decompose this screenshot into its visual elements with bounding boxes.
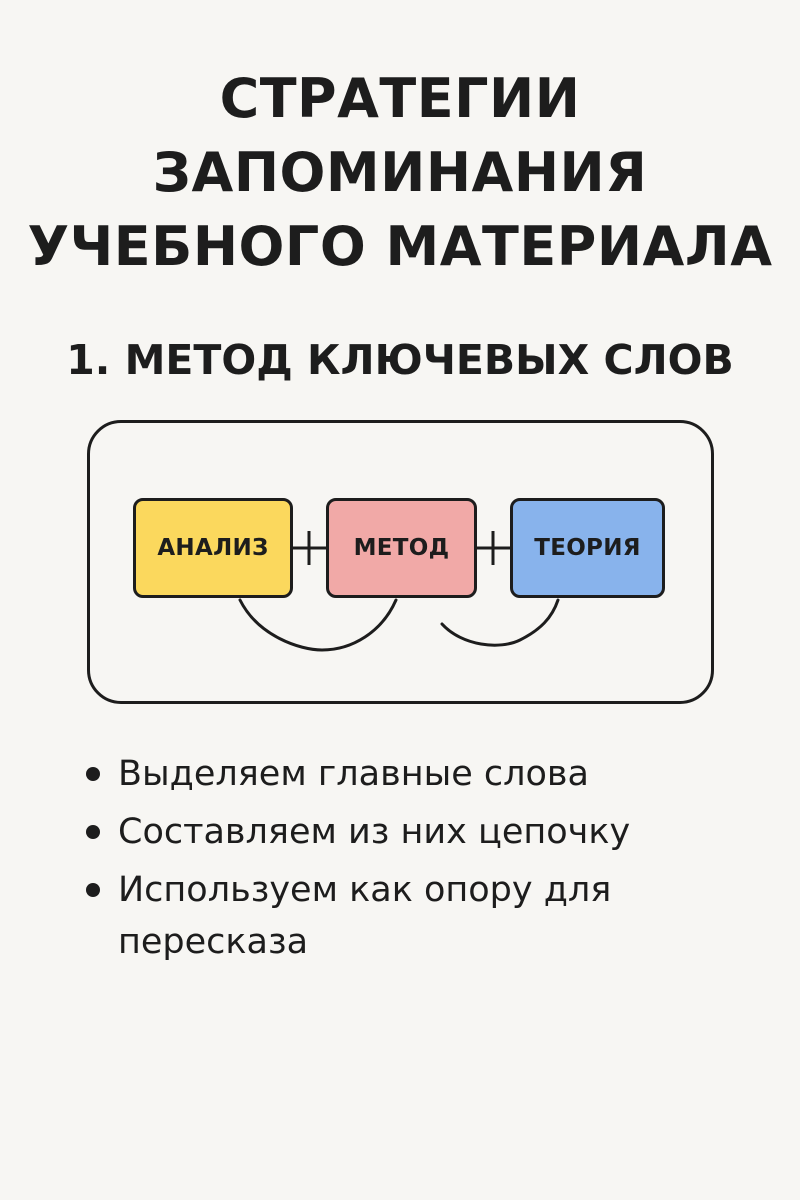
bullet-dot-icon: [86, 883, 100, 897]
bullet-text: Выделяем главные слова: [118, 754, 589, 794]
keyword-box-analysis: АНАЛИЗ: [133, 498, 293, 598]
bullet-list: Выделяем главные слова Составляем из них…: [84, 748, 784, 974]
keyword-box-theory: ТЕОРИЯ: [510, 498, 665, 598]
bullet-item: Выделяем главные слова: [84, 748, 784, 800]
main-title-line-1: СТРАТЕГИИ: [219, 67, 581, 130]
bullet-dot-icon: [86, 825, 100, 839]
keyword-label-analysis: АНАЛИЗ: [157, 535, 269, 561]
main-title-line-3: УЧЕБНОГО МАТЕРИАЛА: [27, 215, 773, 278]
bullet-text: Составляем из них цепочку: [118, 812, 631, 852]
section-heading: 1. МЕТОД КЛЮЧЕВЫХ СЛОВ: [66, 336, 734, 384]
keyword-box-method: МЕТОД: [326, 498, 477, 598]
keyword-label-method: МЕТОД: [353, 535, 450, 561]
bullet-item: Используем как опору для пересказа: [84, 864, 638, 968]
keyword-diagram-frame: [87, 420, 714, 704]
main-title-line-2: ЗАПОМИНАНИЯ: [152, 141, 648, 204]
bullet-item: Составляем из них цепочку: [84, 806, 784, 858]
bullet-text: Используем как опору для пересказа: [118, 870, 612, 962]
main-title: СТРАТЕГИИ ЗАПОМИНАНИЯ УЧЕБНОГО МАТЕРИАЛА: [0, 62, 800, 284]
keyword-label-theory: ТЕОРИЯ: [534, 535, 641, 561]
bullet-dot-icon: [86, 767, 100, 781]
